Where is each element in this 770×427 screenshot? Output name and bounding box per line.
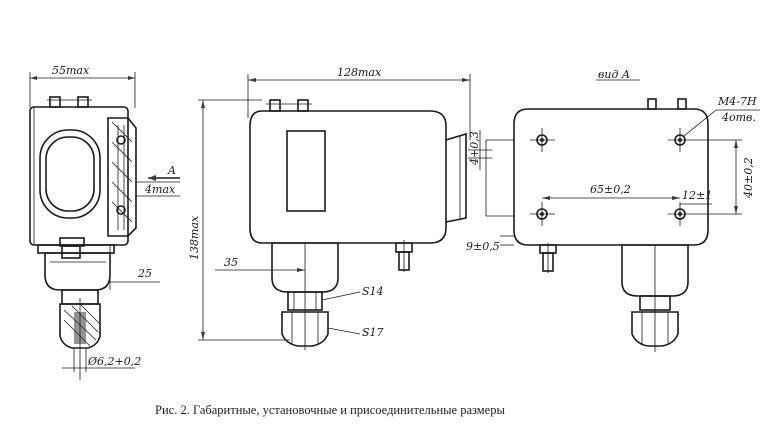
dim-front-offset: 35 [224, 256, 238, 269]
dim-view-offset-small: 12±1 [682, 189, 712, 202]
dim-side-offset: 25 [137, 267, 152, 280]
figure-caption: Рис. 2. Габаритные, установочные и присо… [155, 403, 505, 417]
view-a-title: вид A [598, 68, 630, 81]
dim-front-hex1: S14 [362, 285, 384, 298]
dim-front-depth: 4+0,3 [468, 131, 481, 166]
dim-front-height: 138max [188, 215, 201, 260]
dim-side-thread: Ø6,2+0,2 [87, 355, 141, 368]
front-view: 128max 138max 4+0,3 [188, 66, 492, 350]
dim-front-width: 128max [337, 66, 382, 79]
side-view: 55max A 4max [29, 64, 180, 380]
view-a-label: A [167, 164, 176, 177]
dim-front-hex2: S17 [362, 326, 384, 339]
dim-side-gap: 4max [144, 183, 176, 196]
mounting-holes [530, 128, 742, 226]
dim-view-bottom: 9±0,5 [466, 240, 500, 253]
view-a: вид A [466, 68, 760, 352]
dim-view-spacing: 65±0,2 [590, 183, 631, 196]
dim-view-height: 40±0,2 [742, 157, 755, 199]
dim-view-thread: M4-7H [717, 95, 757, 108]
dim-view-holes: 4отв. [721, 111, 756, 124]
dim-side-width: 55max [52, 64, 90, 77]
